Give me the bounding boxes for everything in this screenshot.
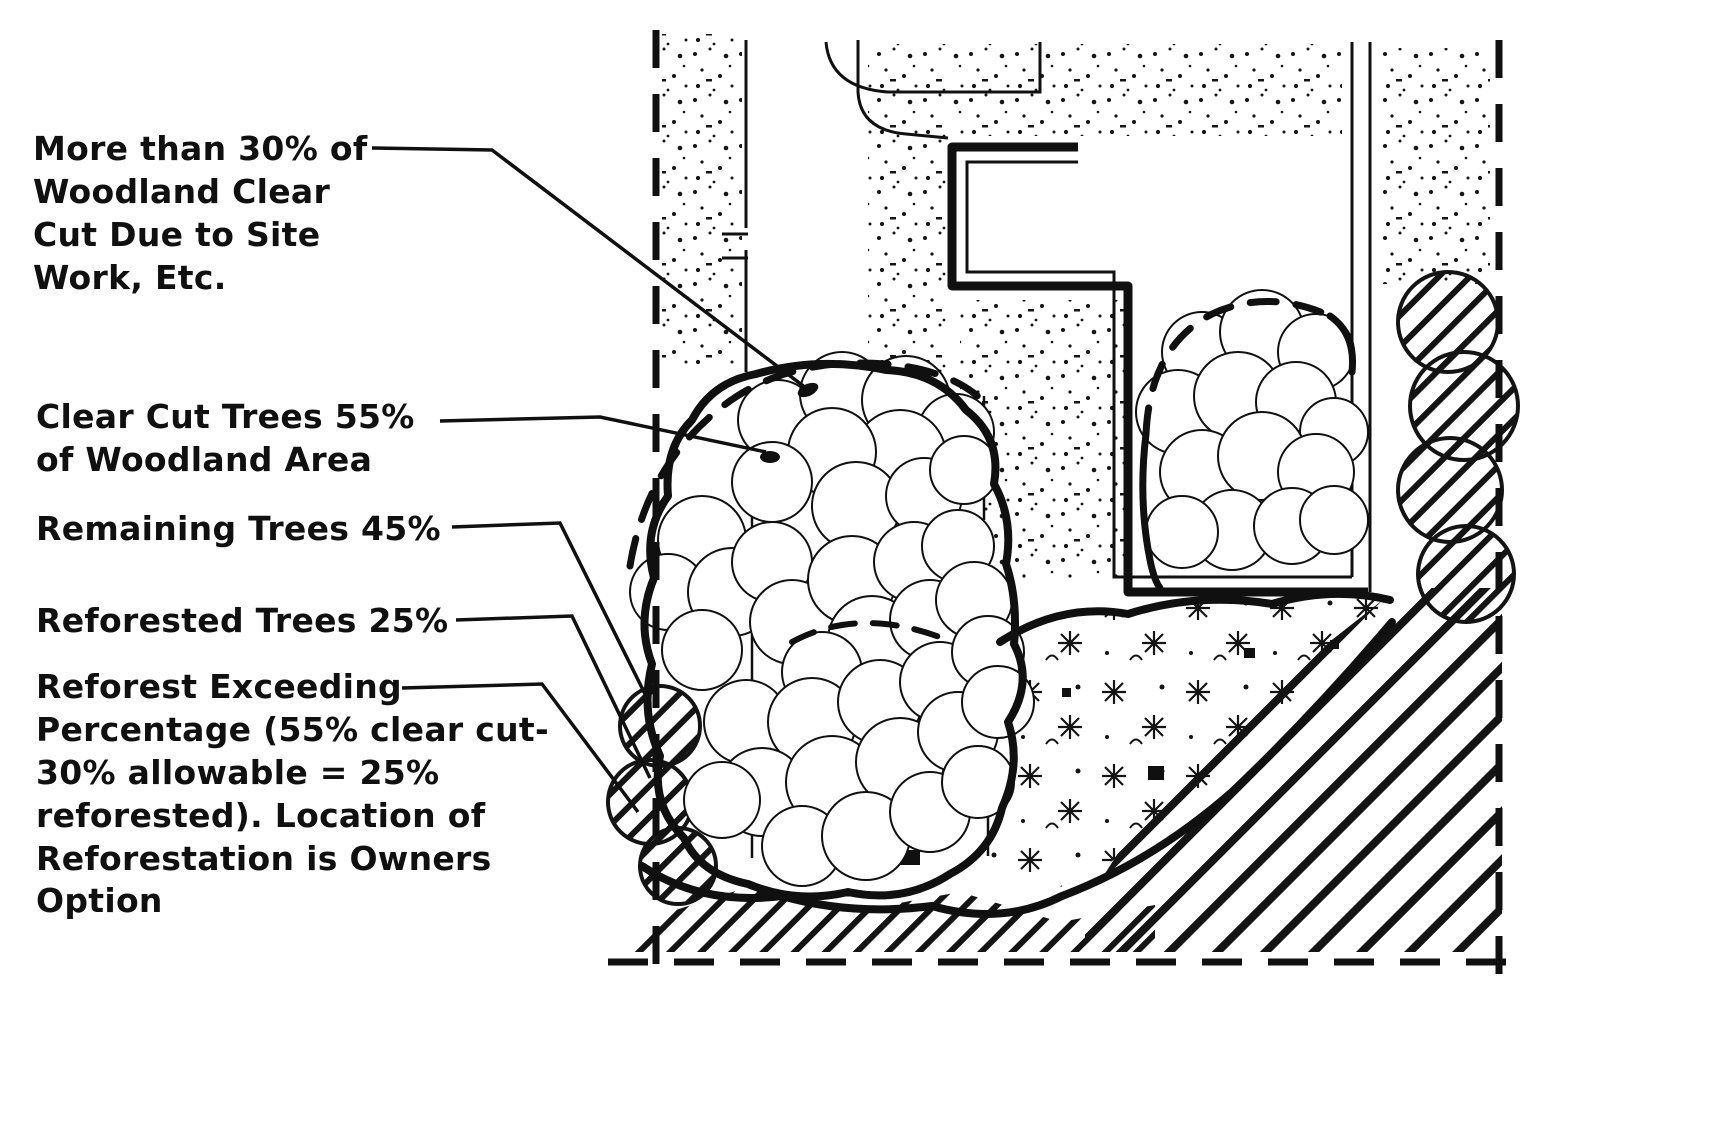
canopy-solid-outline: [1139, 430, 1164, 592]
reforest-hatch-bottom-strip: [632, 888, 1155, 952]
label-clear-cut-55: Clear Cut Trees 55% of Woodland Area: [36, 397, 415, 479]
stipple-area: [868, 44, 948, 374]
scrub-area: [985, 595, 1390, 900]
leader-lines: [371, 146, 808, 814]
label-reforest-exceeding: Reforest Exceeding Percentage (55% clear…: [36, 667, 549, 921]
tree-canopy-circle: [961, 665, 1035, 739]
tree-canopy-circle: [929, 435, 999, 505]
tree-canopy-circle: [661, 609, 743, 691]
scrub-dot: [1244, 648, 1255, 658]
stipple-area: [662, 34, 742, 364]
canopy-dashed-outline: [1142, 298, 1334, 438]
tree-canopy-central: [626, 351, 1035, 901]
building-heavy-line: [947, 142, 1368, 597]
tree-canopy-upper-right: [1135, 289, 1369, 592]
scrub-top-outline: [996, 589, 1394, 646]
road-edge-curve: [856, 40, 949, 140]
reforest-scallop: [1396, 436, 1504, 544]
tree-canopy-circle: [1299, 485, 1369, 555]
leader-target-blob: [760, 451, 780, 463]
stipple-area: [1382, 48, 1490, 284]
label-remaining-45: Remaining Trees 45%: [36, 509, 441, 548]
canopy-solid-outline: [1326, 312, 1357, 376]
property-lines: [608, 30, 1532, 990]
leader-remaining-45: [451, 521, 650, 701]
label-clear-cut-30: More than 30% of Woodland Clear Cut Due …: [33, 129, 368, 297]
scrub-outlines: [638, 589, 1396, 918]
hatch-areas: [606, 270, 1520, 952]
reforest-hatch-lower-right: [1085, 588, 1502, 952]
leader-clear-cut-30: [371, 146, 808, 390]
reforest-scallop: [1416, 524, 1516, 624]
tree-canopy-circle: [683, 761, 761, 839]
scrub-dot: [1148, 766, 1164, 780]
leader-clear-cut-55: [439, 415, 767, 454]
leader-reforest-exceeding: [401, 682, 640, 814]
entry-court-edge: [824, 41, 1042, 94]
label-reforested-25: Reforested Trees 25%: [36, 601, 449, 640]
scrub-bottom-outline: [638, 618, 1396, 918]
clear-cut-dashed-boundary: [626, 359, 988, 570]
remaining-trees-texture: [985, 595, 1390, 900]
tree-canopy-circle: [1145, 495, 1219, 569]
scrub-dot: [1062, 688, 1071, 697]
leader-reforested-25: [455, 614, 652, 779]
scrub-dot: [1330, 640, 1339, 649]
clear-cut-dashed-boundary: [789, 620, 955, 645]
stipple-area: [952, 44, 1342, 136]
